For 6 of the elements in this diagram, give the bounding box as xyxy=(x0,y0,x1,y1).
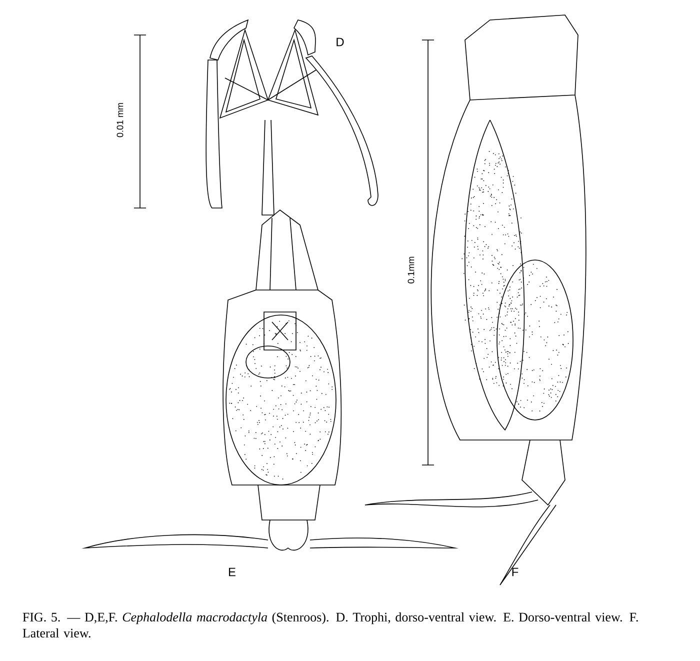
figure-caption: FIG. 5. — D,E,F. Cephalodella macrodactyla (Stenroos). D. Trophi, dorso-ventral view. E. Dorso-ventral view. F. Lateral view. xyxy=(22,612,638,638)
scale-label: 0.01 mm xyxy=(116,103,124,138)
panel-letter: D xyxy=(336,38,344,46)
scale-label: 0.1mm xyxy=(408,256,414,284)
panel-letter: F xyxy=(512,568,518,576)
panel-letter: E xyxy=(229,568,236,576)
